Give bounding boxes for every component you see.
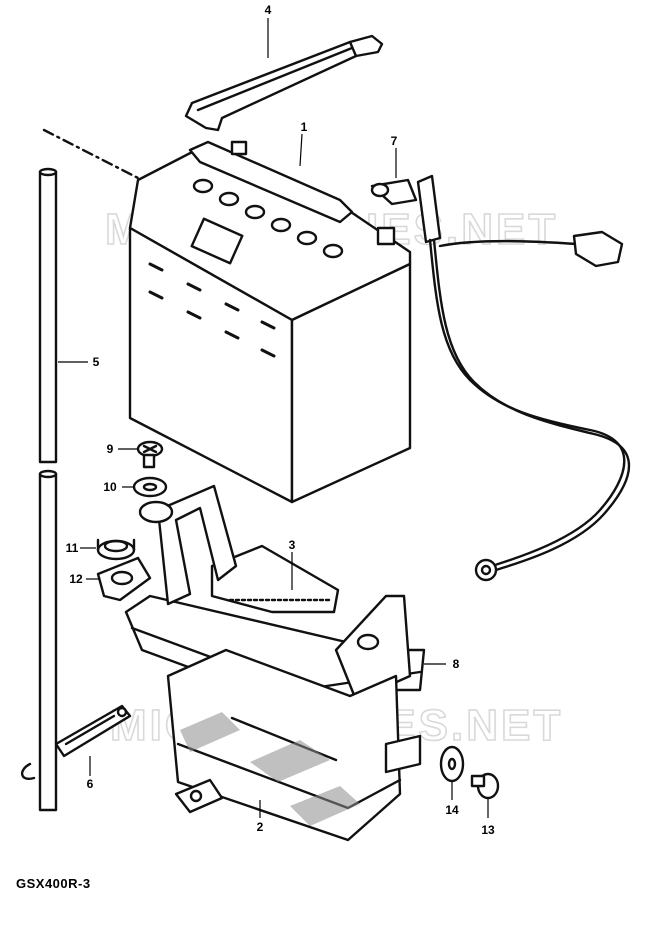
battery-cushion — [210, 544, 340, 614]
svg-text:8: 8 — [453, 657, 460, 671]
svg-text:11: 11 — [66, 541, 79, 555]
svg-text:12: 12 — [69, 572, 83, 586]
terminal-post — [230, 140, 248, 156]
callout-7: 7 — [391, 134, 398, 178]
callout-10: 10 — [103, 480, 134, 494]
bolt — [470, 772, 500, 800]
cushion — [96, 538, 136, 561]
callout-5: 5 — [58, 355, 100, 369]
callout-2: 2 — [257, 800, 264, 834]
cushion-lower — [96, 556, 152, 602]
callout-1: 1 — [299, 120, 308, 167]
callout-4: 4 — [265, 3, 272, 58]
battery-case — [138, 484, 422, 842]
svg-text:9: 9 — [107, 442, 114, 456]
svg-text:14: 14 — [445, 803, 459, 817]
label-1: 1 — [301, 120, 308, 134]
callout-11: 11 — [66, 541, 96, 555]
callout-14: 14 — [445, 782, 459, 817]
svg-text:7: 7 — [391, 134, 398, 148]
svg-text:2: 2 — [257, 820, 264, 834]
breather-tube — [38, 128, 140, 812]
washer — [132, 476, 168, 498]
part-code: GSX400R-3 — [16, 876, 91, 891]
svg-text:13: 13 — [481, 823, 495, 837]
battery-holder-strap — [184, 34, 384, 132]
callout-8: 8 — [424, 657, 460, 671]
svg-text:3: 3 — [289, 538, 296, 552]
svg-text:4: 4 — [265, 3, 272, 17]
tube-clamp — [21, 704, 132, 780]
callout-9: 9 — [107, 442, 138, 456]
screw — [136, 440, 164, 469]
battery — [128, 140, 412, 504]
callout-12: 12 — [69, 572, 100, 586]
callout-3: 3 — [289, 538, 296, 590]
callout-13: 13 — [481, 798, 495, 837]
svg-text:5: 5 — [93, 355, 100, 369]
svg-text:10: 10 — [103, 480, 117, 494]
callout-6: 6 — [87, 756, 94, 791]
svg-text:6: 6 — [87, 777, 94, 791]
filler-caps — [192, 178, 344, 259]
terminal-post-negative — [376, 226, 396, 246]
electrolyte-level-marks — [148, 262, 276, 358]
washer-large — [439, 745, 465, 783]
negative-lead-wire — [370, 174, 631, 582]
